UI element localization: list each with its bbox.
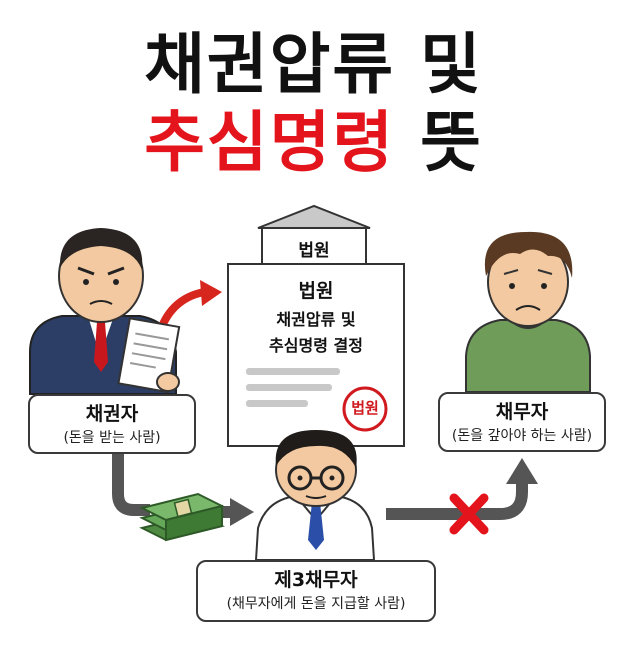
money-stack-icon xyxy=(139,492,225,542)
debtor-figure xyxy=(465,231,591,393)
third-debtor-name: 제3채무자 xyxy=(274,569,358,591)
blocked-payment-arrow xyxy=(386,458,538,520)
document-line1: 채권압류 및 xyxy=(276,310,356,329)
creditor-figure xyxy=(29,228,181,395)
main-title-line2: 추심명령 뜻 xyxy=(0,110,627,176)
red-x-icon xyxy=(449,493,489,535)
court-building-label: 법원 xyxy=(298,241,330,261)
third-debtor-figure xyxy=(254,430,376,561)
creditor-box: 채권자 (돈을 받는 사람) xyxy=(28,394,196,454)
title-dark-text: 뜻 xyxy=(420,104,483,181)
debtor-description: (돈을 갚아야 하는 사람) xyxy=(451,427,593,444)
third-debtor-box: 제3채무자 (채무자에게 돈을 지급할 사람) xyxy=(196,560,436,622)
third-debtor-description: (채무자에게 돈을 지급할 사람) xyxy=(226,595,406,612)
court-building-icon xyxy=(257,204,371,265)
creditor-name: 채권자 xyxy=(85,403,139,425)
debtor-name: 채무자 xyxy=(495,401,549,423)
creditor-description: (돈을 받는 사람) xyxy=(63,429,161,446)
court-document xyxy=(227,263,405,447)
document-heading: 법원 xyxy=(298,280,334,302)
title-red-text: 추심명령 xyxy=(144,104,396,181)
court-seal-label: 법원 xyxy=(351,399,379,417)
debtor-box: 채무자 (돈을 갚아야 하는 사람) xyxy=(438,392,606,452)
main-title-line1: 채권압류 및 xyxy=(144,26,483,103)
court-seal-stamp xyxy=(342,386,388,432)
document-line2: 추심명령 결정 xyxy=(269,336,363,355)
